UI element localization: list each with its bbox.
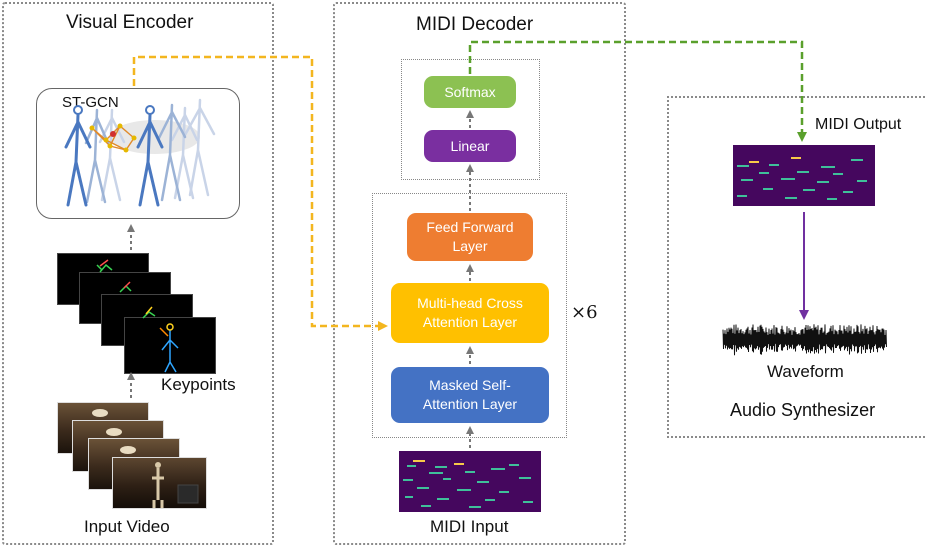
linear-block: Linear [424, 130, 516, 162]
masked-self-attention-block: Masked Self- Attention Layer [391, 367, 549, 423]
midi-input-label: MIDI Input [430, 517, 509, 536]
piano-roll-note [405, 496, 413, 498]
cross-attention-label-line2: Attention Layer [422, 314, 518, 330]
piano-roll-note [737, 195, 747, 197]
stgcn-skeleton-illustration [64, 98, 216, 207]
feed-forward-block: Feed Forward Layer [407, 213, 533, 261]
piano-roll-note [803, 189, 815, 191]
piano-roll-note [785, 197, 797, 199]
visual-encoder-panel [2, 2, 274, 545]
piano-roll-note [827, 198, 837, 200]
piano-roll-note [749, 161, 759, 163]
piano-roll-note [443, 478, 451, 480]
piano-roll-note [523, 501, 533, 503]
feed-forward-label-line1: Feed Forward [426, 219, 514, 235]
midi-output-label: MIDI Output [815, 116, 902, 133]
piano-roll-note [469, 506, 481, 508]
midi-output-notes [737, 157, 867, 200]
masked-self-attention-label-line2: Attention Layer [422, 396, 518, 412]
piano-roll-note [477, 481, 489, 483]
keypoint-stick-figures [96, 259, 179, 373]
repeat-label: ×6 [571, 302, 598, 323]
piano-roll-note [499, 491, 509, 493]
piano-roll-note [417, 487, 429, 489]
piano-roll-note [435, 466, 447, 468]
midi-decoder-title: MIDI Decoder [416, 14, 534, 35]
audio-synthesizer-panel [667, 96, 925, 438]
input-video-label: Input Video [84, 517, 170, 536]
piano-roll-note [437, 498, 449, 500]
cross-attention-label-line1: Multi-head Cross [417, 295, 523, 311]
piano-roll-note [857, 180, 867, 182]
cross-attention-block: Multi-head Cross Attention Layer [391, 283, 549, 343]
flow-arrows [127, 110, 474, 448]
piano-roll-note [833, 173, 843, 175]
piano-roll-note [421, 505, 431, 507]
piano-roll-note [491, 468, 505, 470]
midi-input-notes [403, 460, 533, 508]
keypoints-label: Keypoints [161, 375, 236, 394]
visual-encoder-title: Visual Encoder [66, 12, 194, 33]
piano-roll-note [407, 465, 416, 467]
piano-roll-note [763, 188, 773, 190]
piano-roll-note [403, 479, 413, 481]
midi-output-pianoroll [733, 145, 875, 206]
piano-roll-note [797, 171, 809, 173]
piano-roll-note [791, 157, 801, 159]
piano-roll-note [429, 472, 443, 474]
waveform-label: Waveform [767, 362, 844, 381]
piano-roll-note [485, 499, 495, 501]
encoder-to-cross-attention-arrow [132, 55, 388, 331]
video-performers [92, 409, 199, 508]
softmax-block: Softmax [424, 76, 516, 108]
piano-roll-note [454, 463, 464, 465]
linear-label: Linear [450, 137, 490, 154]
piano-roll-note [413, 460, 425, 462]
piano-roll-note [759, 172, 769, 174]
audio-synthesizer-title: Audio Synthesizer [730, 400, 876, 420]
piano-roll-note [817, 181, 829, 183]
masked-self-attention-label-line1: Masked Self- [429, 377, 511, 393]
feed-forward-label-line2: Layer [452, 238, 488, 254]
waveform-graphic [722, 324, 887, 356]
piano-roll-note [843, 191, 853, 193]
piano-roll-note [465, 471, 475, 473]
piano-roll-note [457, 489, 471, 491]
piano-roll-note [519, 477, 531, 479]
piano-roll-note [821, 166, 835, 168]
piano-roll-note [769, 164, 779, 166]
piano-roll-note [851, 159, 863, 161]
softmax-to-midi-output-arrow [468, 40, 807, 142]
softmax-label: Softmax [444, 83, 496, 100]
piano-roll-note [509, 464, 519, 466]
piano-roll-note [737, 165, 749, 167]
midi-decoder-panel [333, 2, 626, 545]
piano-roll-note [741, 179, 753, 181]
piano-roll-note [781, 178, 795, 180]
decoder-stack-box [372, 193, 567, 438]
